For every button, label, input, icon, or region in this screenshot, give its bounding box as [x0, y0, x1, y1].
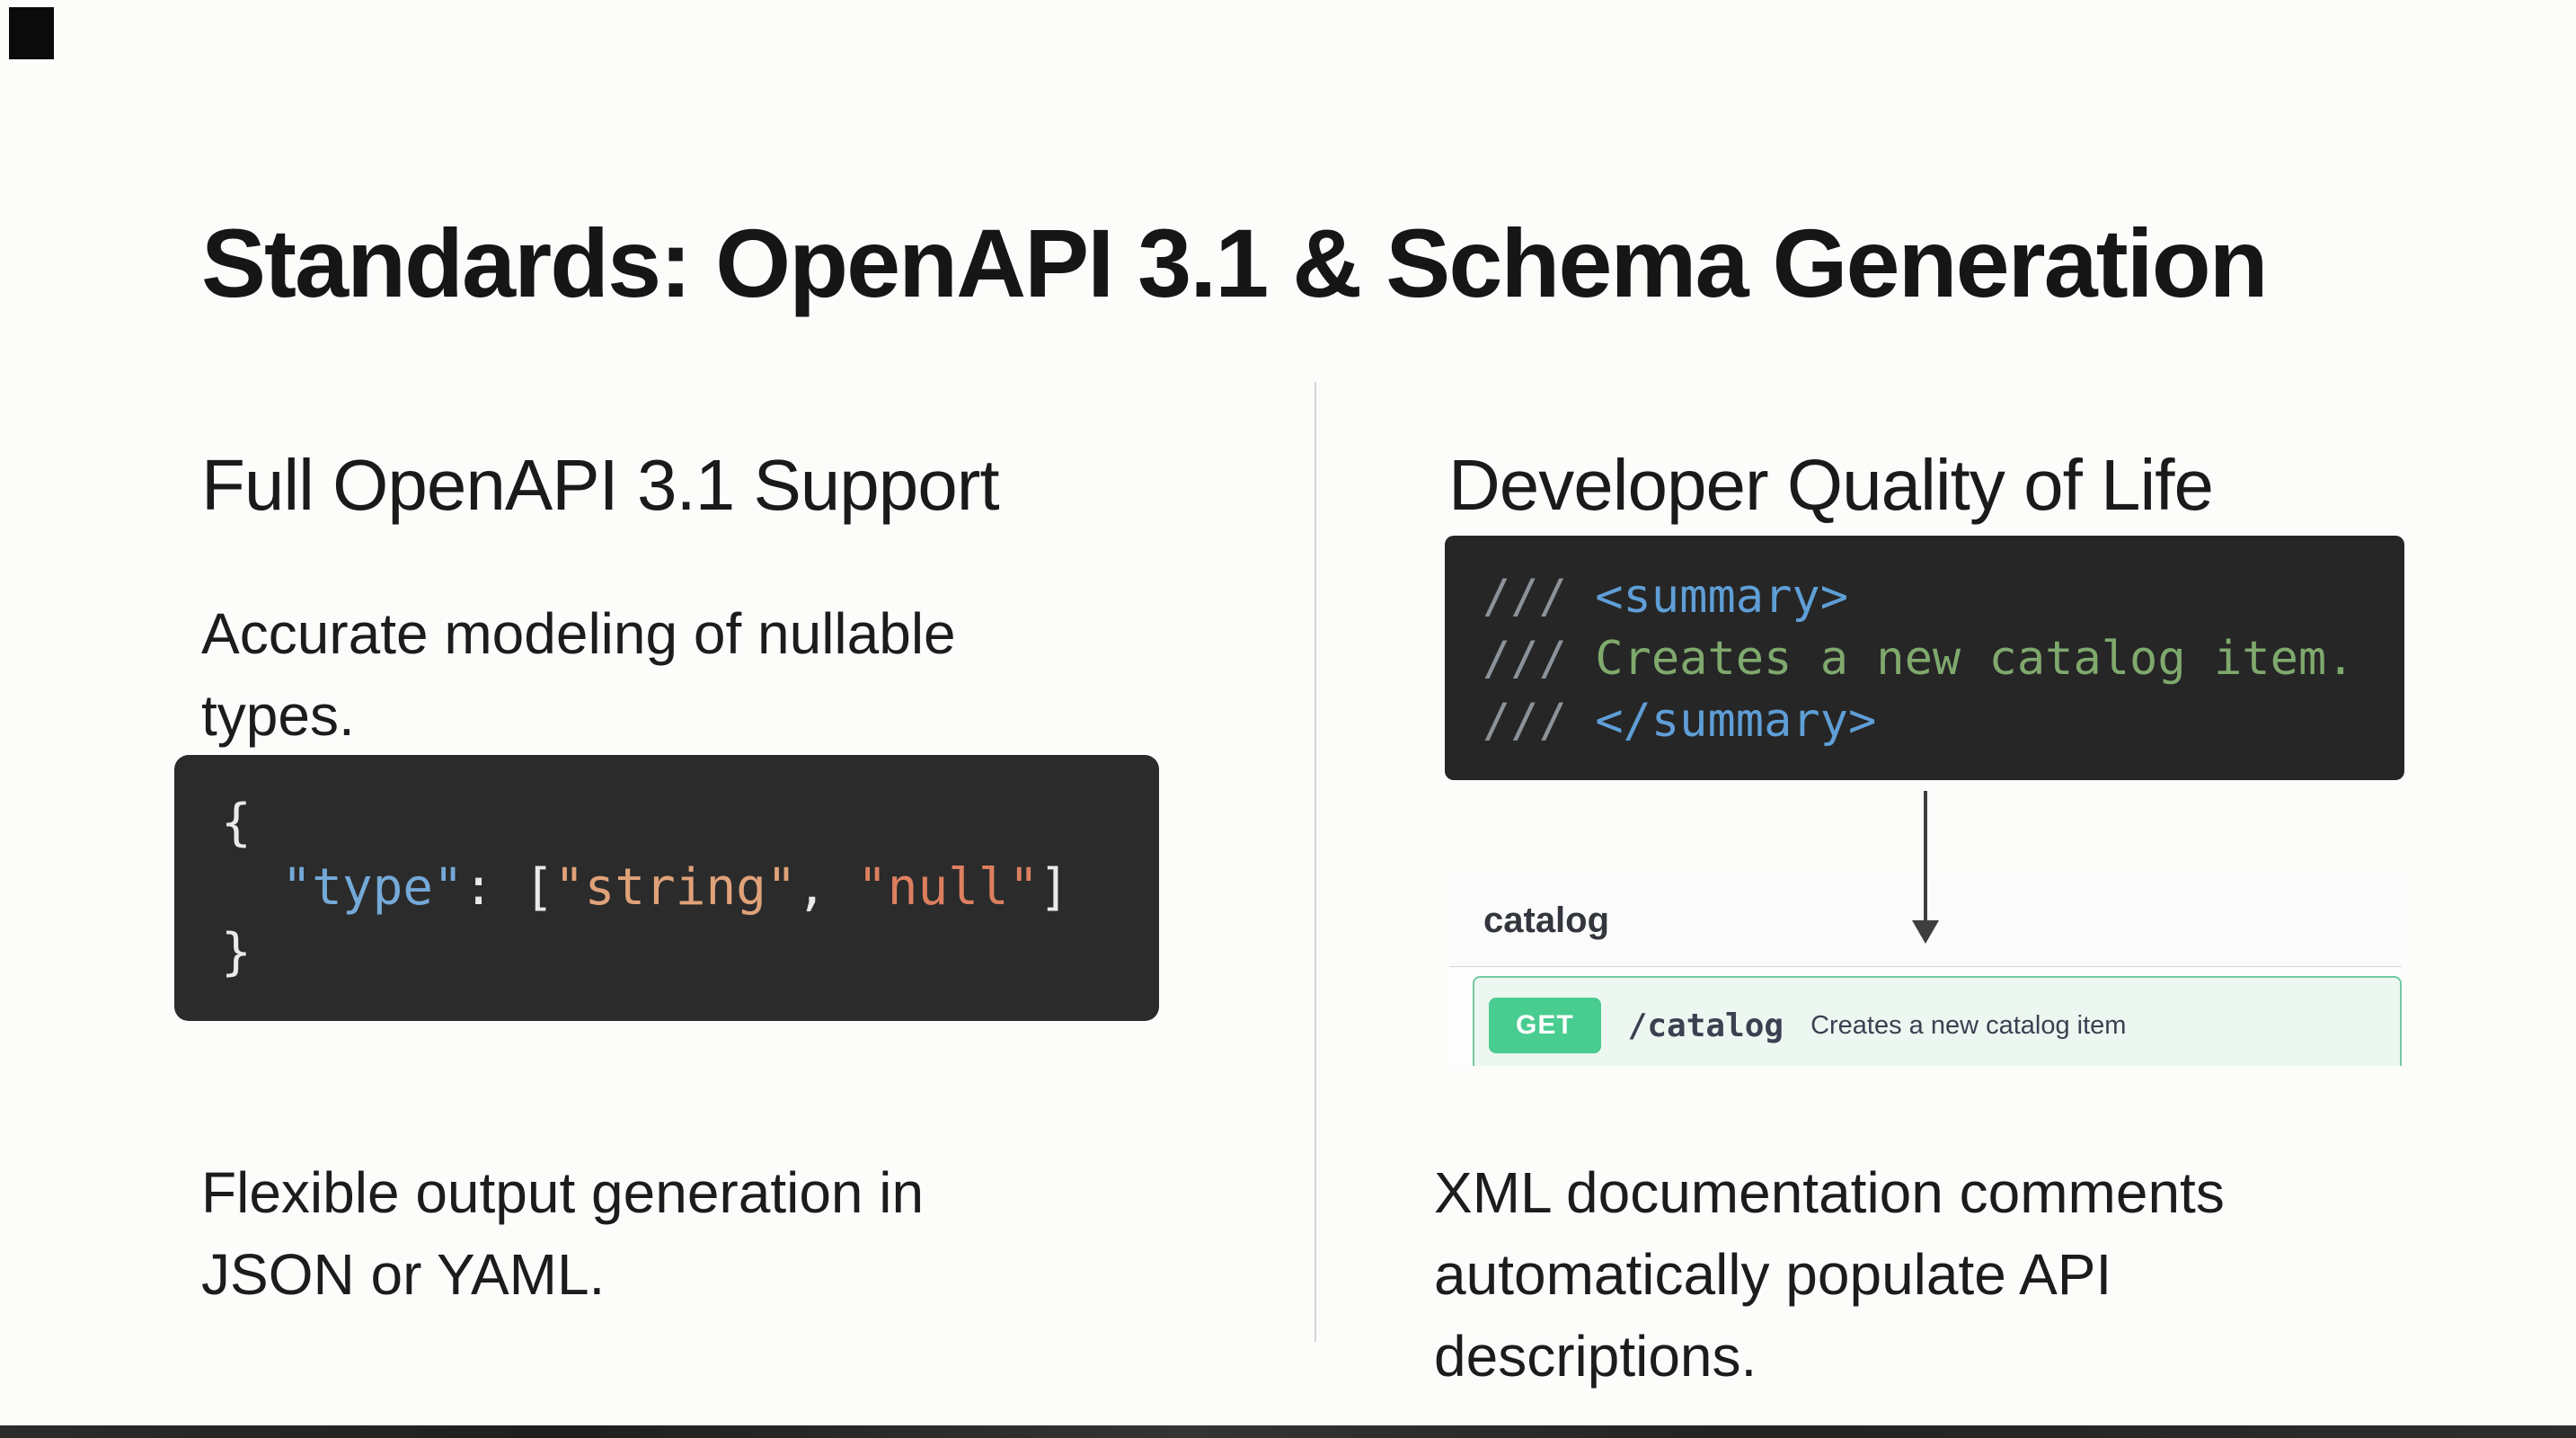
json-close-brace: } [221, 923, 252, 982]
json-close-bracket: ] [1039, 858, 1070, 918]
arrow-down-icon [1912, 791, 1939, 949]
json-open-brace: { [221, 794, 252, 852]
right-column-heading: Developer Quality of Life [1448, 445, 2214, 526]
xml-summary-close-tag: </summary> [1595, 694, 1877, 749]
left-paragraph-output: Flexible output generation in JSON or YA… [201, 1160, 925, 1307]
code-line: "type": ["string", "null"] [221, 856, 1112, 920]
left-column-heading: Full OpenAPI 3.1 Support [201, 445, 1000, 526]
xml-doc-comment-text: Creates a new catalog item. [1595, 632, 2355, 687]
json-string-value: "string" [553, 858, 797, 918]
xml-doc-code-block: /// <summary> /// Creates a new catalog … [1445, 536, 2404, 780]
endpoint-description: Creates a new catalog item [1810, 1010, 2127, 1040]
column-divider [1315, 382, 1316, 1342]
json-null-value: "null" [857, 858, 1040, 918]
code-line: /// </summary> [1483, 690, 2367, 752]
xml-summary-open-tag: <summary> [1595, 570, 1848, 624]
json-indent [221, 858, 281, 917]
slide-title: Standards: OpenAPI 3.1 & Schema Generati… [201, 209, 2269, 318]
code-line: { [221, 791, 1112, 856]
arrow-head [1912, 920, 1939, 944]
swagger-operation-row: GET /catalog Creates a new catalog item [1473, 976, 2402, 1066]
xml-doc-slashes: /// [1483, 570, 1596, 624]
json-colon-bracket: : [ [463, 858, 554, 918]
left-paragraph-nullable: Accurate modeling of nullable types. [201, 601, 956, 748]
swagger-section-label: catalog [1483, 901, 1610, 940]
right-paragraph-xml-docs: XML documentation comments automatically… [1434, 1160, 2225, 1389]
get-method-badge: GET [1489, 998, 1601, 1053]
code-line: } [221, 920, 1112, 985]
arrow-shaft [1924, 791, 1927, 924]
xml-doc-slashes: /// [1483, 632, 1596, 687]
corner-mark [9, 7, 54, 59]
code-line: /// <summary> [1483, 566, 2367, 628]
code-line: /// Creates a new catalog item. [1483, 628, 2367, 690]
xml-doc-slashes: /// [1483, 694, 1596, 749]
endpoint-path: /catalog [1627, 1007, 1784, 1044]
json-code-block: { "type": ["string", "null"] } [174, 755, 1159, 1021]
bottom-edge-strip [0, 1425, 2576, 1438]
json-comma: , [796, 858, 858, 918]
json-key: "type" [281, 858, 464, 918]
